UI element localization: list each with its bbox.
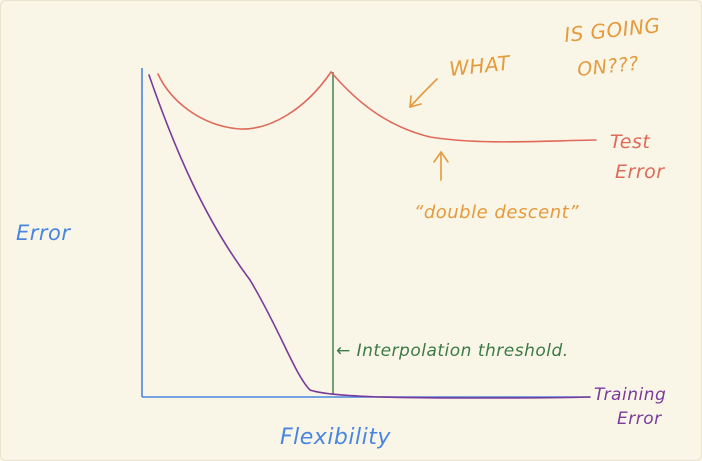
what-label: WHAT bbox=[448, 51, 513, 81]
x-axis-label: Flexibility bbox=[280, 425, 391, 450]
interpolation-threshold-label: ← Interpolation threshold. bbox=[336, 341, 569, 361]
training-error-curve bbox=[148, 74, 591, 399]
y-axis-label: Error bbox=[16, 221, 71, 245]
training-error-label-1: Training bbox=[594, 385, 666, 405]
arrow-down-left-icon bbox=[409, 78, 438, 108]
training-error-label-2: Error bbox=[617, 409, 662, 429]
test-error-label-1: Test bbox=[610, 131, 651, 153]
is-going-label: IS GOING bbox=[563, 13, 662, 47]
test-error-curve bbox=[157, 70, 597, 143]
on-label: ON??? bbox=[576, 53, 640, 81]
test-error-label-2: Error bbox=[615, 161, 665, 183]
double-descent-label: “double descent” bbox=[414, 202, 579, 223]
arrow-up-icon bbox=[433, 150, 449, 181]
